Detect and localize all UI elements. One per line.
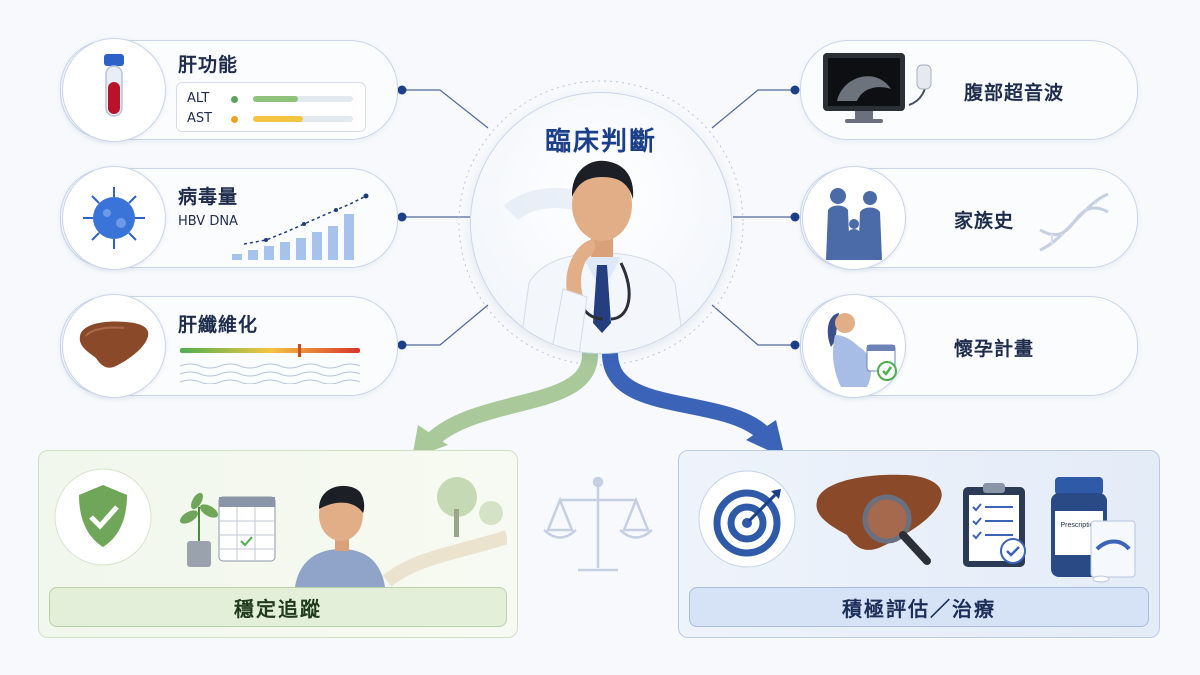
connector-dot bbox=[790, 85, 800, 95]
alt-bar-track bbox=[253, 96, 353, 102]
card-icon-circle bbox=[802, 38, 952, 142]
blue-arrow-shaft bbox=[602, 347, 770, 440]
ultrasound-machine-icon bbox=[823, 53, 932, 123]
connector-dot bbox=[790, 212, 800, 222]
blue-arrow-head bbox=[746, 420, 785, 458]
connector-pregnancy bbox=[711, 304, 795, 346]
card-title: 肝纖維化 bbox=[178, 314, 259, 336]
ast-label: AST bbox=[187, 111, 213, 126]
family-icon bbox=[826, 188, 882, 260]
card-icon-circle bbox=[62, 294, 166, 398]
connector-dot bbox=[397, 85, 407, 95]
viral-load-trend-icon bbox=[232, 193, 369, 260]
card-title: 家族史 bbox=[954, 210, 1015, 232]
hbv-dna-label: HBV DNA bbox=[178, 214, 238, 229]
connector-dot bbox=[790, 340, 800, 350]
liver-icon bbox=[79, 321, 149, 368]
alt-bar-fill bbox=[253, 96, 298, 102]
connector-liver-function bbox=[402, 89, 489, 129]
card-title: 懷孕計畫 bbox=[954, 338, 1035, 360]
connector-dot bbox=[397, 212, 407, 222]
treatment-illustration: Prescription bbox=[698, 470, 1136, 583]
balance-scale-icon bbox=[543, 476, 653, 572]
card-title: 腹部超音波 bbox=[964, 82, 1065, 104]
blood-tube-icon bbox=[104, 54, 124, 117]
active-evaluation-label: 積極評估／治療 bbox=[689, 587, 1149, 627]
green-arrow-shaft bbox=[424, 347, 598, 448]
prescription-label: Prescription bbox=[1061, 522, 1098, 529]
connector-dot bbox=[397, 340, 407, 350]
follow-up-illustration bbox=[54, 468, 507, 587]
ast-bar-track bbox=[253, 116, 353, 122]
stable-follow-up-label: 穩定追蹤 bbox=[49, 587, 507, 627]
alt-dot bbox=[231, 96, 238, 103]
panel-stable-follow-up: 穩定追蹤 bbox=[38, 450, 518, 638]
green-arrow-head bbox=[412, 425, 448, 458]
ast-bar-fill bbox=[253, 116, 303, 122]
pregnant-woman-icon bbox=[827, 313, 897, 387]
clinical-judgment-circle: 臨床判斷 bbox=[470, 92, 732, 354]
card-icon-circle bbox=[62, 166, 166, 270]
card-icon-circle bbox=[62, 38, 166, 142]
doctor-illustration bbox=[503, 160, 686, 353]
virus-icon bbox=[83, 187, 145, 249]
center-dashed-ring bbox=[458, 80, 744, 366]
ast-dot bbox=[231, 116, 238, 123]
alt-label: ALT bbox=[187, 91, 210, 106]
connector-ultrasound bbox=[711, 89, 795, 129]
clinical-judgment-title: 臨床判斷 bbox=[544, 127, 657, 157]
card-icon-circle bbox=[802, 166, 906, 270]
connector-fibrosis bbox=[402, 304, 489, 346]
lab-values-box: ALT AST bbox=[176, 82, 366, 132]
fibrosis-scale-icon bbox=[179, 344, 361, 384]
card-icon-circle bbox=[802, 294, 906, 398]
card-title: 肝功能 bbox=[178, 54, 239, 76]
panel-active-evaluation: Prescription 積極評估／治療 bbox=[678, 450, 1160, 638]
card-title: 病毒量 bbox=[178, 186, 239, 208]
dna-icon bbox=[1039, 192, 1109, 252]
